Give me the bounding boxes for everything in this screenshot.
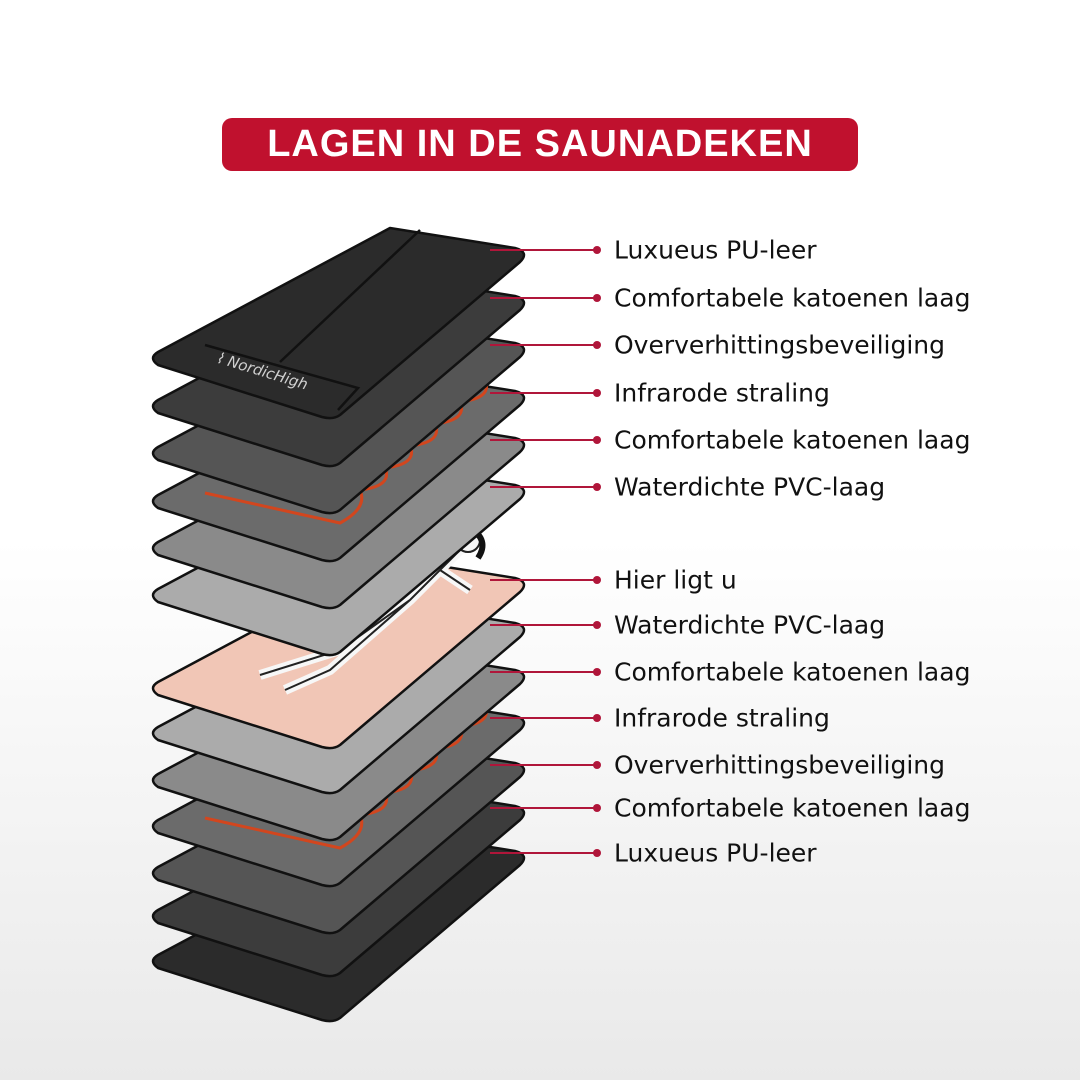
layer-label: Infrarode straling bbox=[614, 378, 830, 408]
layer-label: Luxueus PU-leer bbox=[614, 838, 817, 868]
layer-label: Infrarode straling bbox=[614, 703, 830, 733]
layer-label: Comfortabele katoenen laag bbox=[614, 793, 971, 823]
leader-dot bbox=[593, 761, 601, 769]
layer-label: Comfortabele katoenen laag bbox=[614, 657, 971, 687]
leader-dot bbox=[593, 714, 601, 722]
title-banner: LAGEN IN DE SAUNADEKEN bbox=[222, 118, 858, 171]
leader-dot bbox=[593, 849, 601, 857]
leader-dot bbox=[593, 389, 601, 397]
layer-label: Waterdichte PVC-laag bbox=[614, 610, 886, 640]
leader-dot bbox=[593, 294, 601, 302]
leader-dot bbox=[593, 246, 601, 254]
leader-dot bbox=[593, 576, 601, 584]
layer-label: Hier ligt u bbox=[614, 565, 737, 595]
layer-label: Comfortabele katoenen laag bbox=[614, 283, 971, 313]
leader-dot bbox=[593, 804, 601, 812]
layer-sheet bbox=[151, 226, 526, 420]
leader-dot bbox=[593, 621, 601, 629]
leader-dot bbox=[593, 341, 601, 349]
layer-label: Oververhittingsbeveiliging bbox=[614, 750, 946, 780]
layer-label: Waterdichte PVC-laag bbox=[614, 472, 886, 502]
leader-dot bbox=[593, 436, 601, 444]
layer-label: Luxueus PU-leer bbox=[614, 235, 817, 265]
leader-dot bbox=[593, 668, 601, 676]
layer-label: Oververhittingsbeveiliging bbox=[614, 330, 946, 360]
layer-0: ⌇ NordicHigh bbox=[151, 226, 601, 420]
layer-label: Comfortabele katoenen laag bbox=[614, 425, 971, 455]
leader-dot bbox=[593, 483, 601, 491]
